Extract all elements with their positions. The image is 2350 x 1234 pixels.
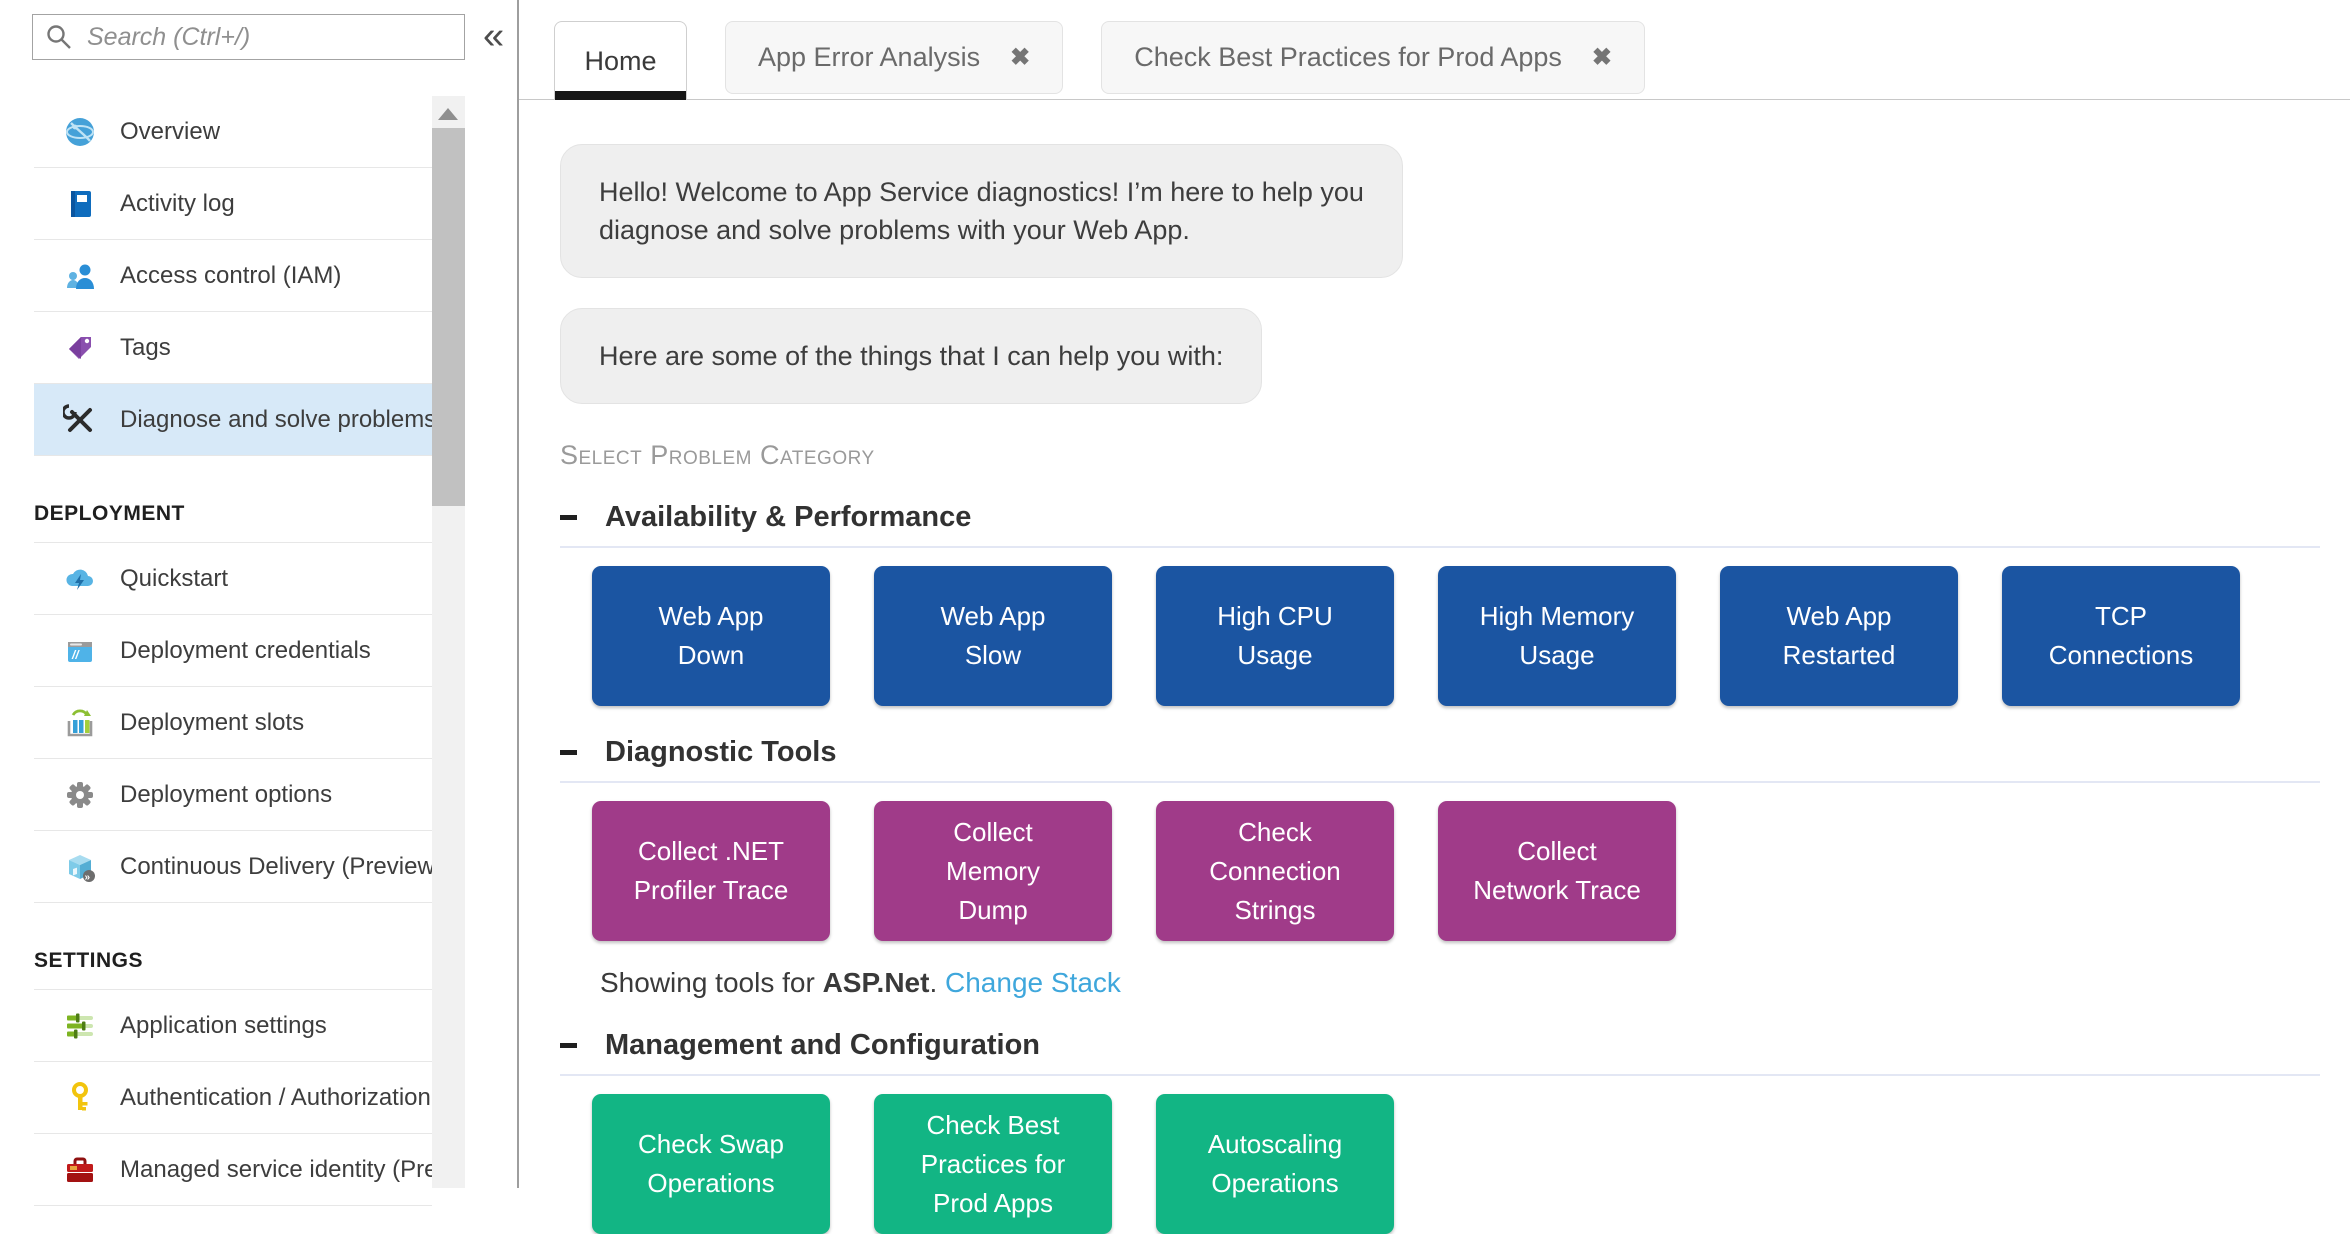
sidebar-item-authentication-authorization[interactable]: Authentication / Authorization [34,1062,432,1134]
tile-collect-net-profiler-trace[interactable]: Collect .NET Profiler Trace [592,801,830,941]
sidebar-item-label: Tags [120,333,171,361]
close-tab-icon[interactable]: ✖ [1010,44,1031,71]
gear-icon [62,777,98,813]
sidebar-item-quickstart[interactable]: Quickstart [34,543,432,615]
tile-collect-network-trace[interactable]: Collect Network Trace [1438,801,1676,941]
key-icon [62,1080,98,1116]
sidebar-item-deployment-slots[interactable]: Deployment slots [34,687,432,759]
people-icon [62,258,98,294]
collapse-section-icon[interactable] [560,515,577,520]
tile-high-memory-usage[interactable]: High Memory Usage [1438,566,1676,706]
scrollbar-up-arrow[interactable] [438,108,458,120]
chat-bubble-welcome: Hello! Welcome to App Service diagnostic… [560,144,1403,278]
sidebar-section-deployment: DEPLOYMENT [34,456,432,543]
sidebar-item-label: Continuous Delivery (Preview) [120,852,432,880]
tile-collect-memory-dump[interactable]: Collect Memory Dump [874,801,1112,941]
sliders-icon [62,1008,98,1044]
collapse-sidebar-button[interactable]: « [483,15,505,57]
scrollbar-thumb[interactable] [432,128,465,506]
sidebar-item-continuous-delivery[interactable]: » Continuous Delivery (Preview) [34,831,432,903]
sidebar-item-label: Diagnose and solve problems [120,405,432,433]
tile-tcp-connections[interactable]: TCP Connections [2002,566,2240,706]
stack-note-prefix: Showing tools for [600,967,823,998]
sidebar-item-diagnose-and-solve-problems[interactable]: Diagnose and solve problems [34,384,432,456]
tile-row: Check Swap Operations Check Best Practic… [592,1094,2320,1234]
tile-web-app-slow[interactable]: Web App Slow [874,566,1112,706]
section-title: Diagnostic Tools [605,736,837,768]
tile-row: Collect .NET Profiler Trace Collect Memo… [592,801,2320,941]
close-tab-icon[interactable]: ✖ [1591,44,1613,71]
tile-autoscaling-operations[interactable]: Autoscaling Operations [1156,1094,1394,1234]
sidebar-item-label: Quickstart [120,564,229,592]
sidebar-item-access-control[interactable]: Access control (IAM) [34,240,432,312]
tile-check-connection-strings[interactable]: Check Connection Strings [1156,801,1394,941]
sidebar-item-tags[interactable]: Tags [34,312,432,384]
section-management-configuration: Management and Configuration Check Swap … [560,1029,2320,1234]
sidebar-item-label: Deployment slots [120,708,305,736]
tag-icon [62,330,98,366]
stack-note-separator: . [929,967,945,998]
sidebar-item-application-settings[interactable]: Application settings [34,990,432,1062]
main-panel: Home App Error Analysis ✖ Check Best Pra… [517,0,2350,1234]
window-icon: // [62,633,98,669]
toolbox-icon [62,1152,98,1188]
tab-home[interactable]: Home [554,21,687,100]
tile-web-app-restarted[interactable]: Web App Restarted [1720,566,1958,706]
cloud-bolt-icon [62,561,98,597]
book-icon [62,186,98,222]
search-box[interactable] [32,14,465,60]
sidebar-item-label: Application settings [120,1011,327,1039]
sidebar-item-label: Access control (IAM) [120,261,342,289]
tab-label: Home [584,45,657,76]
section-title: Availability & Performance [605,501,972,533]
change-stack-link[interactable]: Change Stack [945,967,1121,998]
collapse-section-icon[interactable] [560,750,577,755]
section-diagnostic-tools: Diagnostic Tools Collect .NET Profiler T… [560,736,2320,999]
sidebar-nav: Overview Activity log Access control (IA… [34,96,432,1206]
section-availability-performance: Availability & Performance Web App Down … [560,501,2320,706]
sidebar-section-settings: SETTINGS [34,903,432,990]
sidebar-item-label: Activity log [120,189,235,217]
tools-icon [62,402,98,438]
sidebar-item-managed-service-identity[interactable]: Managed service identity (Prev [34,1134,432,1206]
stack-name: ASP.Net [822,967,930,998]
tile-high-cpu-usage[interactable]: High CPU Usage [1156,566,1394,706]
tile-row: Web App Down Web App Slow High CPU Usage… [592,566,2320,706]
section-divider [560,1074,2320,1076]
section-title: Management and Configuration [605,1029,1040,1061]
sidebar-item-label: Managed service identity (Prev [120,1155,432,1183]
tab-label: Check Best Practices for Prod Apps [1134,42,1562,72]
section-divider [560,781,2320,783]
chat-bubble-help: Here are some of the things that I can h… [560,308,1263,404]
tab-check-best-practices[interactable]: Check Best Practices for Prod Apps ✖ [1101,21,1646,94]
slots-icon [62,705,98,741]
sidebar-item-deployment-options[interactable]: Deployment options [34,759,432,831]
tab-app-error-analysis[interactable]: App Error Analysis ✖ [725,21,1064,94]
search-input[interactable] [87,22,452,52]
sidebar-item-overview[interactable]: Overview [34,96,432,168]
svg-text://: // [71,648,80,662]
tab-bar: Home App Error Analysis ✖ Check Best Pra… [519,0,2350,100]
tile-web-app-down[interactable]: Web App Down [592,566,830,706]
sidebar-item-label: Deployment options [120,780,333,808]
tile-check-swap-operations[interactable]: Check Swap Operations [592,1094,830,1234]
tile-check-best-practices-for-prod-apps[interactable]: Check Best Practices for Prod Apps [874,1094,1112,1234]
stack-note: Showing tools for ASP.Net. Change Stack [600,967,2320,999]
select-problem-category-label: Select Problem Category [560,440,875,470]
section-divider [560,546,2320,548]
collapse-section-icon[interactable] [560,1043,577,1048]
svg-text:»: » [85,872,91,883]
sidebar-item-deployment-credentials[interactable]: // Deployment credentials [34,615,432,687]
search-icon [47,25,71,49]
sidebar-item-label: Deployment credentials [120,636,371,664]
sidebar-item-label: Authentication / Authorization [120,1083,431,1111]
sidebar: « Overview Activity log Access control (… [0,0,517,1206]
sidebar-item-activity-log[interactable]: Activity log [34,168,432,240]
chat-content: Hello! Welcome to App Service diagnostic… [519,144,2350,1234]
sidebar-scrollbar[interactable] [432,96,465,1188]
globe-icon [62,114,98,150]
sidebar-item-label: Overview [120,117,221,145]
package-icon: » [62,849,98,885]
tab-label: App Error Analysis [758,42,981,72]
